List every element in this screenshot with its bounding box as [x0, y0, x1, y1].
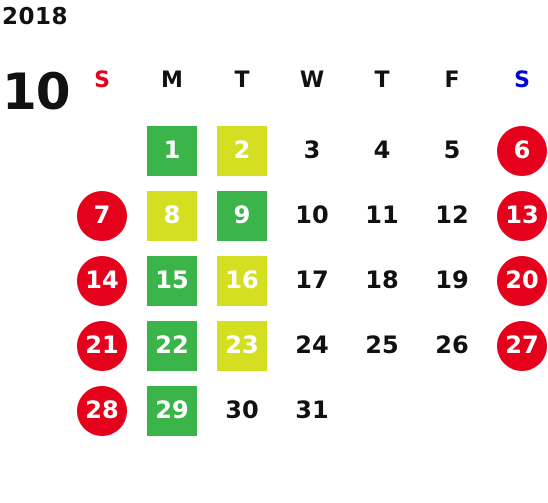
day-number: 9 — [233, 201, 251, 229]
day-number: 30 — [225, 396, 259, 424]
calendar-day[interactable]: 13 — [487, 183, 548, 248]
day-highlight-circle — [77, 385, 127, 436]
calendar-day[interactable]: 25 — [347, 313, 417, 378]
day-number: 2 — [233, 136, 251, 164]
calendar-day[interactable]: 21 — [67, 313, 137, 378]
day-number: 13 — [505, 201, 539, 229]
day-number: 22 — [155, 331, 189, 359]
calendar-day[interactable]: 20 — [487, 248, 548, 313]
day-highlight-circle — [77, 320, 127, 371]
day-highlight-circle — [497, 320, 547, 371]
calendar-day[interactable]: 29 — [137, 378, 207, 443]
day-highlight-circle — [77, 255, 127, 306]
day-number: 7 — [93, 201, 111, 229]
calendar-day[interactable]: 16 — [207, 248, 277, 313]
day-highlight-circle — [497, 255, 547, 306]
calendar-day[interactable]: 23 — [207, 313, 277, 378]
day-number: 3 — [303, 136, 321, 164]
day-number: 21 — [85, 331, 119, 359]
weekday-header-saturday: S — [514, 68, 530, 93]
day-number: 26 — [435, 331, 469, 359]
day-number: 23 — [225, 331, 259, 359]
calendar-day[interactable]: 3 — [277, 118, 347, 183]
day-number: 31 — [295, 396, 329, 424]
calendar-day[interactable]: 30 — [207, 378, 277, 443]
day-number: 16 — [225, 266, 259, 294]
weekday-header-friday: F — [444, 68, 460, 93]
calendar-day[interactable]: 26 — [417, 313, 487, 378]
calendar-day[interactable]: 27 — [487, 313, 548, 378]
day-highlight-circle — [497, 125, 547, 176]
weekday-header-thursday: T — [374, 68, 390, 93]
calendar-day[interactable]: 28 — [67, 378, 137, 443]
day-number: 12 — [435, 201, 469, 229]
calendar-day[interactable]: 2 — [207, 118, 277, 183]
day-number: 5 — [443, 136, 461, 164]
calendar-day[interactable]: 22 — [137, 313, 207, 378]
calendar-day[interactable]: 17 — [277, 248, 347, 313]
day-number: 24 — [295, 331, 329, 359]
day-highlight-square — [217, 125, 267, 176]
calendar-day[interactable]: 11 — [347, 183, 417, 248]
day-number: 20 — [505, 266, 539, 294]
day-number: 6 — [513, 136, 531, 164]
calendar-day[interactable]: 15 — [137, 248, 207, 313]
day-highlight-square — [147, 190, 197, 241]
day-number: 25 — [365, 331, 399, 359]
calendar-day[interactable]: 10 — [277, 183, 347, 248]
day-highlight-circle — [77, 190, 127, 241]
calendar-day[interactable]: 1 — [137, 118, 207, 183]
day-highlight-square — [217, 255, 267, 306]
calendar-day[interactable]: 31 — [277, 378, 347, 443]
calendar-day[interactable]: 14 — [67, 248, 137, 313]
calendar-day[interactable]: 18 — [347, 248, 417, 313]
day-highlight-square — [147, 125, 197, 176]
weekday-header-sunday: S — [94, 68, 110, 93]
day-highlight-square — [147, 255, 197, 306]
day-number: 19 — [435, 266, 469, 294]
weekday-header-monday: M — [161, 68, 183, 93]
day-number: 14 — [85, 266, 119, 294]
day-number: 1 — [163, 136, 181, 164]
calendar-month: 10 — [2, 63, 71, 121]
calendar-day[interactable]: 7 — [67, 183, 137, 248]
calendar-day[interactable]: 9 — [207, 183, 277, 248]
day-highlight-square — [217, 190, 267, 241]
day-number: 4 — [373, 136, 391, 164]
day-number: 28 — [85, 396, 119, 424]
day-number: 10 — [295, 201, 329, 229]
day-highlight-square — [147, 320, 197, 371]
calendar-day[interactable]: 6 — [487, 118, 548, 183]
day-number: 17 — [295, 266, 329, 294]
calendar-day[interactable]: 12 — [417, 183, 487, 248]
day-number: 11 — [365, 201, 399, 229]
calendar-day[interactable]: 5 — [417, 118, 487, 183]
weekday-header-wednesday: W — [299, 68, 325, 93]
day-highlight-circle — [497, 190, 547, 241]
day-number: 29 — [155, 396, 189, 424]
calendar-day[interactable]: 24 — [277, 313, 347, 378]
calendar-day[interactable]: 8 — [137, 183, 207, 248]
day-number: 18 — [365, 266, 399, 294]
calendar-year: 2018 — [2, 4, 69, 30]
weekday-header-tuesday: T — [234, 68, 250, 93]
day-number: 27 — [505, 331, 539, 359]
day-highlight-square — [147, 385, 197, 436]
day-highlight-square — [217, 320, 267, 371]
day-number: 15 — [155, 266, 189, 294]
calendar-day[interactable]: 19 — [417, 248, 487, 313]
day-number: 8 — [163, 201, 181, 229]
calendar-day[interactable]: 4 — [347, 118, 417, 183]
